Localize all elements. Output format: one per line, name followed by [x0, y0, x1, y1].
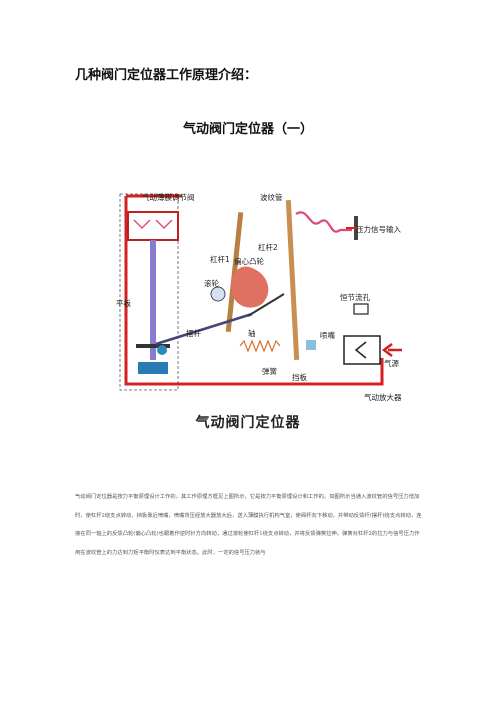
pneumatic-amplifier — [343, 335, 381, 365]
label-pressure-input: 压力信号输入 — [356, 224, 401, 234]
label-swing-rod: 摆杆 — [186, 328, 201, 338]
label-orifice: 恒节流孔 — [340, 292, 370, 302]
section-title: 气动阀门定位器（一） — [182, 122, 313, 137]
label-cam: 偏心凸轮 — [234, 256, 264, 266]
diaphragm-housing — [127, 211, 179, 241]
plate — [136, 344, 170, 348]
label-plate: 平板 — [116, 298, 131, 308]
lever1 — [225, 212, 244, 332]
amplifier-symbol — [354, 341, 367, 359]
figure-caption: 气动阀门定位器 — [195, 415, 301, 431]
label-pneumatic-amplifier: 气动放大器 — [364, 392, 402, 402]
diaphragm-arrows — [133, 219, 173, 230]
label-bellows: 波纹管 — [260, 192, 283, 202]
valve-body — [138, 362, 168, 374]
label-shaft: 轴 — [248, 328, 256, 338]
bellows — [295, 211, 352, 233]
label-baffle: 挡板 — [292, 372, 307, 382]
label-spring: 弹簧 — [262, 366, 277, 376]
air-source-arrow — [381, 343, 402, 357]
valve-stem — [150, 240, 156, 360]
label-lever1: 杠杆1 — [210, 254, 230, 264]
orifice — [353, 303, 369, 315]
spring — [239, 339, 281, 353]
label-roller: 滚轮 — [204, 278, 219, 288]
swing-rod — [155, 312, 253, 346]
valve-enclosure — [119, 193, 179, 391]
lever2 — [285, 199, 300, 360]
positioner-diagram: 气动薄膜调节阀 波纹管 压力信号输入 杠杆1 杠杆2 偏心凸轮 滚轮 平板 摆杆… — [116, 192, 402, 402]
shaft — [247, 293, 285, 317]
label-valve: 气动薄膜调节阀 — [142, 192, 195, 202]
label-air-source: 气源 — [384, 358, 399, 368]
label-lever2: 杠杆2 — [258, 242, 278, 252]
air-pipe — [124, 196, 384, 386]
nozzle — [306, 340, 316, 350]
roller — [210, 286, 226, 302]
label-nozzle: 喷嘴 — [320, 330, 335, 340]
document-title: 几种阀门定位器工作原理介绍： — [75, 68, 258, 83]
eccentric-cam — [231, 266, 269, 308]
valve-gear — [157, 345, 167, 355]
body-paragraph: 气动阀门定位器是按力平衡原理设计工作的，其工作原理方框见上图所示，它是按力平衡原… — [75, 494, 422, 556]
